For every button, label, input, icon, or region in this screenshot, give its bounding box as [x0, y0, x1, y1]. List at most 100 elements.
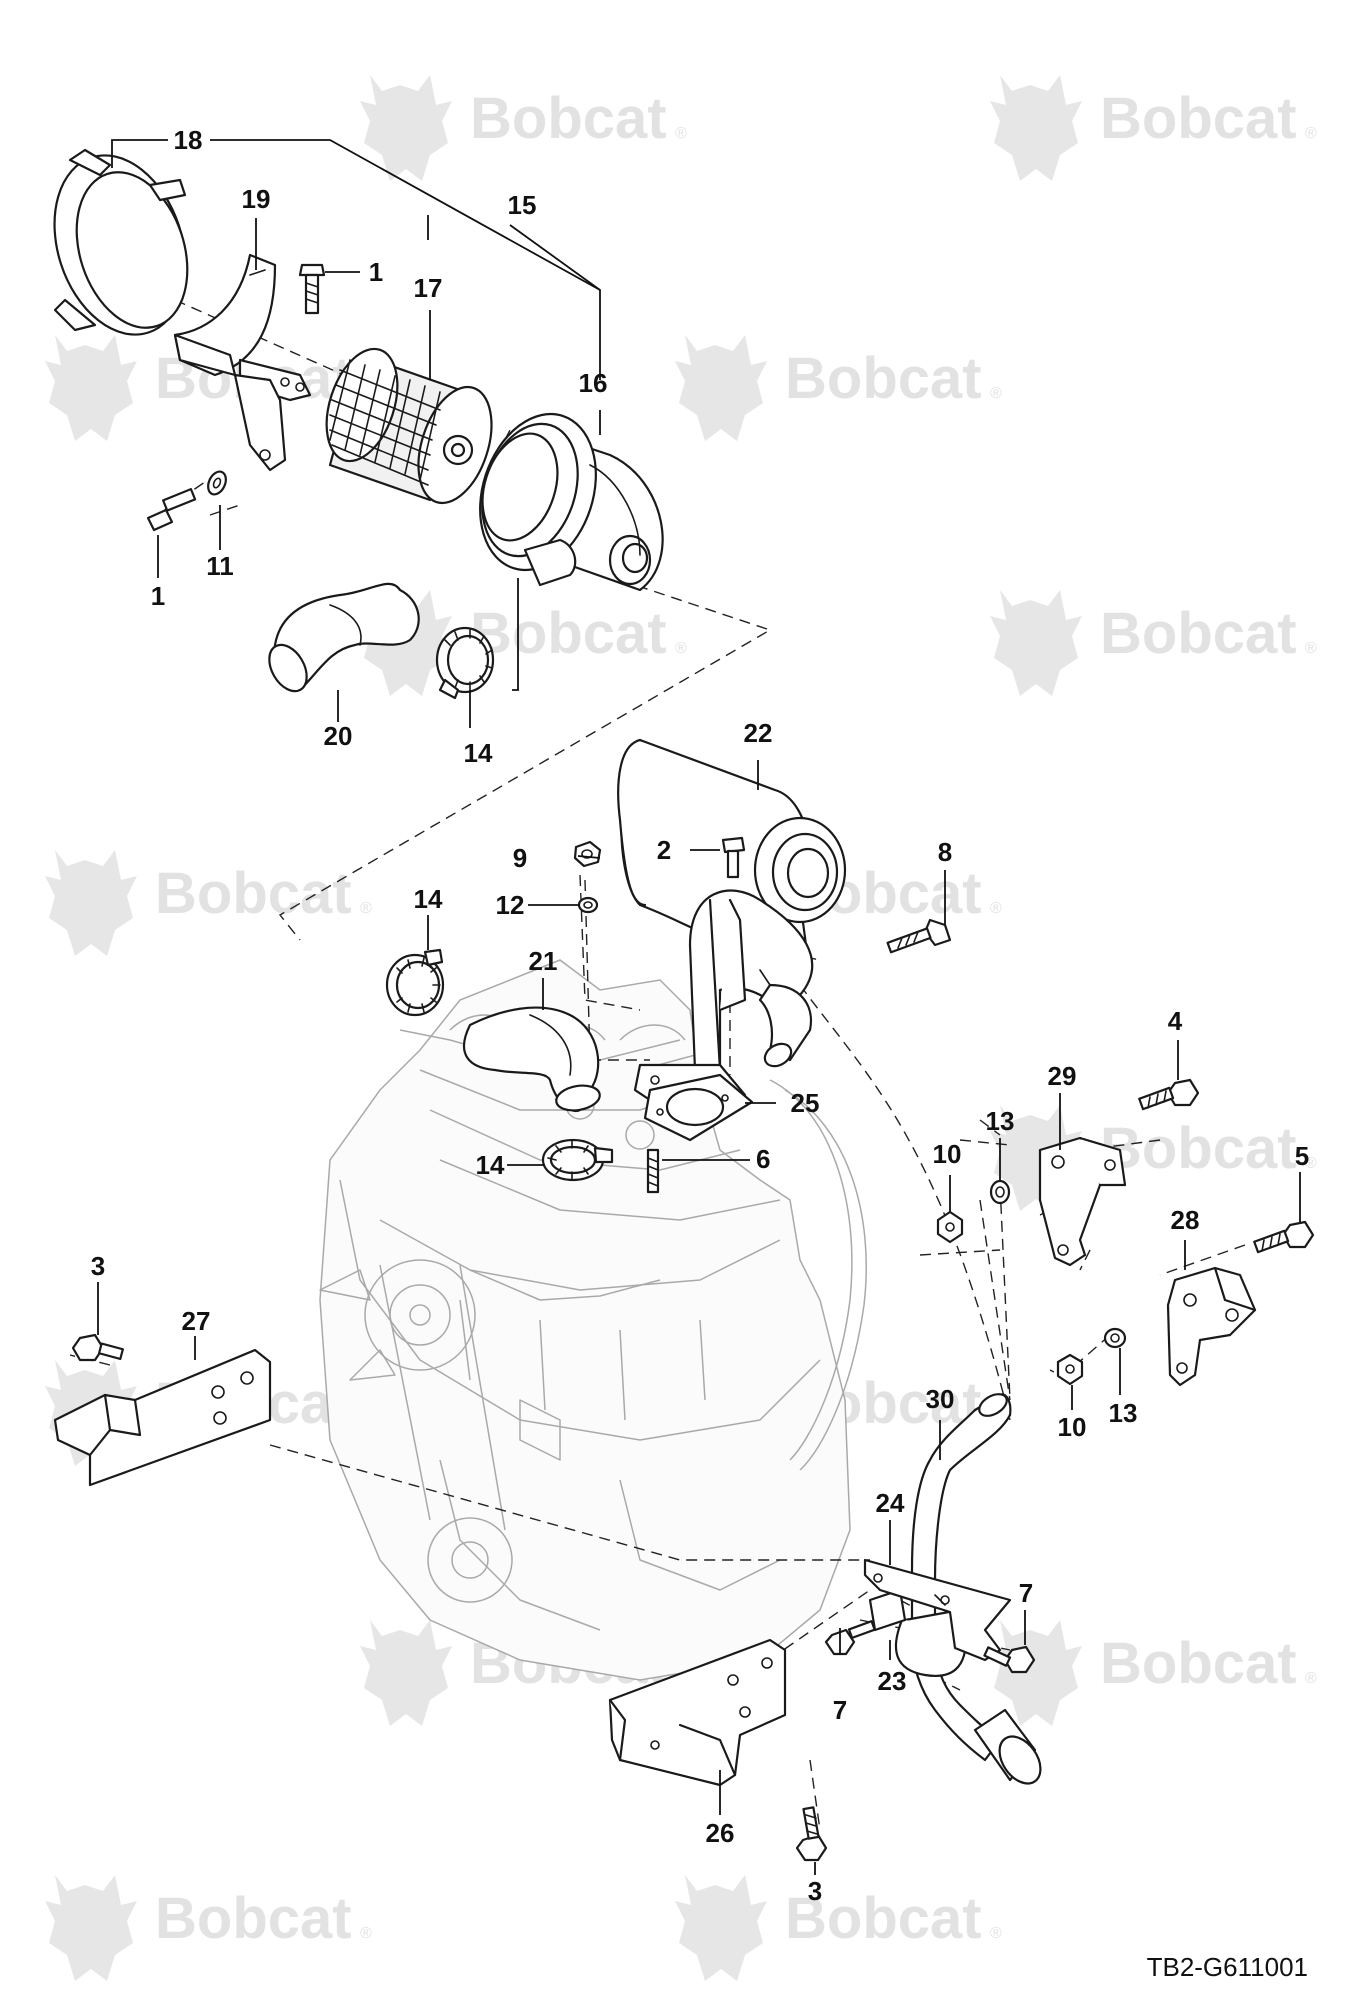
nut-10-lower: [1056, 1353, 1084, 1386]
washer-13-lower: [1103, 1327, 1127, 1349]
bobcat-watermark-text: Bobcat: [785, 1886, 982, 1951]
nut-9: [573, 840, 602, 868]
callout-14-upper: 14: [464, 738, 493, 768]
stud-6: [646, 1148, 660, 1194]
washer-11: [207, 470, 227, 496]
callout-14-lower: 14: [476, 1150, 505, 1180]
hose-clamp-14-lower: [541, 1138, 614, 1182]
leader-lines: [97, 139, 1301, 1875]
registered-mark: ®: [675, 125, 687, 142]
bobcat-watermark-text: Bobcat: [155, 861, 352, 926]
registered-mark: ®: [1305, 1670, 1317, 1687]
bobcat-logo-icon: [675, 335, 767, 441]
bobcat-watermark: Bobcat ®: [45, 850, 372, 956]
bracket-26: [608, 1638, 787, 1787]
bobcat-logo-icon: [360, 75, 452, 181]
bolt-8: [886, 918, 952, 954]
bolt-7-right: [983, 1645, 1036, 1674]
callout-labels: 18 19 15 17 1 16 11 1 20 14 22 9 2 8 12 …: [91, 125, 1309, 1906]
registered-mark: ®: [360, 900, 372, 917]
filter-element-17: [325, 347, 493, 505]
registered-mark: ®: [675, 640, 687, 657]
bobcat-watermark-text: Bobcat: [1100, 601, 1297, 666]
drawing-code: TB2-G611001: [1147, 1952, 1308, 1982]
callout-13-upper: 13: [986, 1106, 1015, 1136]
clamp-band-18: [53, 148, 189, 336]
bolt-1-lower: [146, 488, 197, 532]
callout-17: 17: [414, 273, 443, 303]
callout-10-upper: 10: [933, 1139, 962, 1169]
bracket-27: [53, 1348, 272, 1487]
bracket-29: [1038, 1136, 1127, 1267]
hose-21: [463, 1006, 601, 1113]
registered-mark: ®: [990, 1925, 1002, 1942]
bobcat-logo-icon: [45, 335, 137, 441]
bobcat-logo-icon: [990, 1620, 1082, 1726]
callout-24: 24: [876, 1488, 905, 1518]
washer-13-upper: [989, 1179, 1011, 1205]
callout-7-left: 7: [833, 1695, 847, 1725]
callout-12: 12: [496, 890, 525, 920]
engine-block: [319, 959, 867, 1681]
hose-clamp-14-upper: [435, 626, 495, 700]
callout-19: 19: [242, 184, 271, 214]
inlet-hose-20: [268, 582, 420, 693]
bobcat-watermark: Bobcat ®: [990, 75, 1317, 181]
callout-4: 4: [1168, 1006, 1183, 1036]
hose-clamp-14-middle: [385, 948, 445, 1017]
bolt-3-left: [71, 1333, 124, 1362]
mounting-bracket-19: [173, 253, 312, 472]
bobcat-watermark-text: Bobcat: [470, 86, 667, 151]
callout-1-lower: 1: [151, 581, 165, 611]
callout-10-lower: 10: [1058, 1412, 1087, 1442]
bracket-28: [1166, 1266, 1257, 1387]
bobcat-watermark: Bobcat®: [675, 335, 1002, 441]
callout-13-lower: 13: [1109, 1398, 1138, 1428]
callout-28: 28: [1171, 1205, 1200, 1235]
callout-30: 30: [926, 1384, 955, 1414]
bobcat-watermark-text: Bobcat: [1100, 1631, 1297, 1696]
callout-27: 27: [182, 1306, 211, 1336]
callout-8: 8: [938, 837, 952, 867]
registered-mark: ®: [1305, 125, 1317, 142]
callout-11: 11: [206, 551, 234, 581]
bolt-7-left: [824, 1620, 876, 1656]
bobcat-watermark-text: Bobcat: [470, 601, 667, 666]
registered-mark: ®: [1305, 1155, 1317, 1172]
callout-22: 22: [744, 718, 773, 748]
bolt-1-top: [298, 263, 326, 315]
callout-7-right: 7: [1019, 1578, 1033, 1608]
bobcat-watermark: Bobcat ®: [360, 75, 687, 181]
registered-mark: ®: [1305, 640, 1317, 657]
callout-1-top: 1: [369, 257, 383, 287]
bobcat-logo-icon: [45, 1875, 137, 1981]
callout-21: 21: [529, 946, 558, 976]
callout-2: 2: [657, 835, 671, 865]
bobcat-watermark: Bobcat ®: [990, 1620, 1317, 1726]
callout-20: 20: [324, 721, 353, 751]
filter-housing-16: [479, 412, 664, 592]
bobcat-logo-icon: [45, 850, 137, 956]
callout-3-left: 3: [91, 1251, 105, 1281]
bobcat-logo-icon: [990, 590, 1082, 696]
callout-23: 23: [878, 1666, 907, 1696]
gasket-25: [643, 1073, 754, 1142]
bobcat-watermark-text: Bobcat: [1100, 1116, 1297, 1181]
callout-26: 26: [706, 1818, 735, 1848]
callout-15: 15: [508, 190, 537, 220]
callout-16: 16: [579, 368, 608, 398]
bobcat-watermark-text: Bobcat: [1100, 86, 1297, 151]
callout-5: 5: [1295, 1141, 1309, 1171]
callout-3-lower: 3: [808, 1876, 822, 1906]
callout-18: 18: [174, 125, 203, 155]
bracket-24: [863, 1558, 1012, 1662]
nut-10-upper: [936, 1210, 964, 1244]
bobcat-logo-icon: [990, 75, 1082, 181]
callout-9: 9: [513, 843, 527, 873]
registered-mark: ®: [990, 900, 1002, 917]
bobcat-watermark: Bobcat ®: [990, 590, 1317, 696]
bobcat-watermark-text: Bobcat: [785, 346, 982, 411]
callout-29: 29: [1048, 1061, 1077, 1091]
callout-25: 25: [791, 1088, 820, 1118]
bobcat-watermark: Bobcat®: [45, 1875, 372, 1981]
